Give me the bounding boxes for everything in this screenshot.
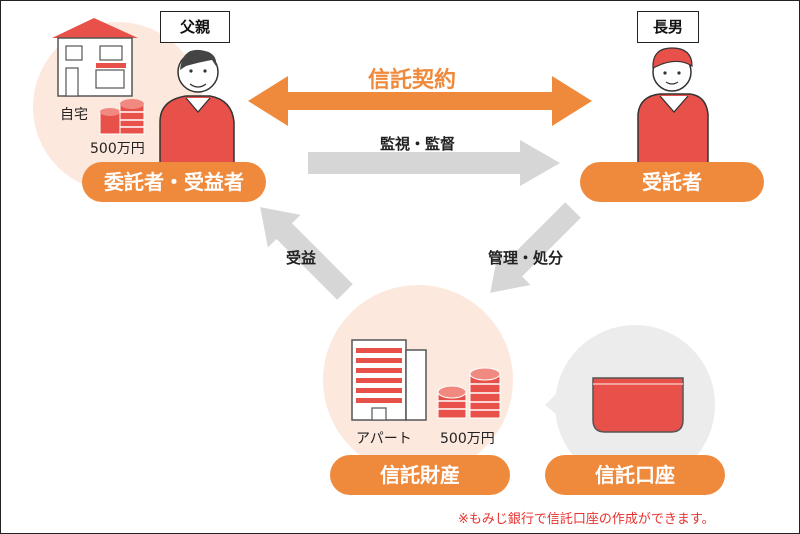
house-icon [52,18,138,97]
benefit-arrow [260,207,353,300]
settlor-beneficiary-pill: 委託者・受益者 [82,162,266,202]
supervision-label: 監視・監督 [380,135,456,153]
footnote: ※もみじ銀行で信託口座の作成ができます。 [458,512,715,527]
management-label: 管理・処分 [488,249,564,267]
cash-label-top: 500万円 [90,141,145,157]
father-person-icon [159,49,235,169]
trust-account-icon [592,377,684,433]
cash-label-bottom: 500万円 [440,431,495,447]
trust-property-pill: 信託財産 [330,455,510,495]
coin-stack-bottom-icon [437,367,501,419]
contract-label: 信託契約 [368,68,457,93]
benefit-label: 受益 [286,249,317,267]
son-person-icon [637,47,709,169]
supervision-arrow [308,140,560,186]
apartment-label: アパート [356,431,412,447]
apartment-building-icon [351,339,427,421]
trust-account-pill: 信託口座 [545,455,725,495]
home-label: 自宅 [60,107,88,123]
contract-double-arrow [248,76,592,126]
father-tag: 父親 [160,11,230,43]
coin-stack-top-icon [99,99,145,135]
management-arrow [490,202,581,293]
son-tag: 長男 [637,11,699,43]
trustee-pill: 受託者 [580,162,764,202]
